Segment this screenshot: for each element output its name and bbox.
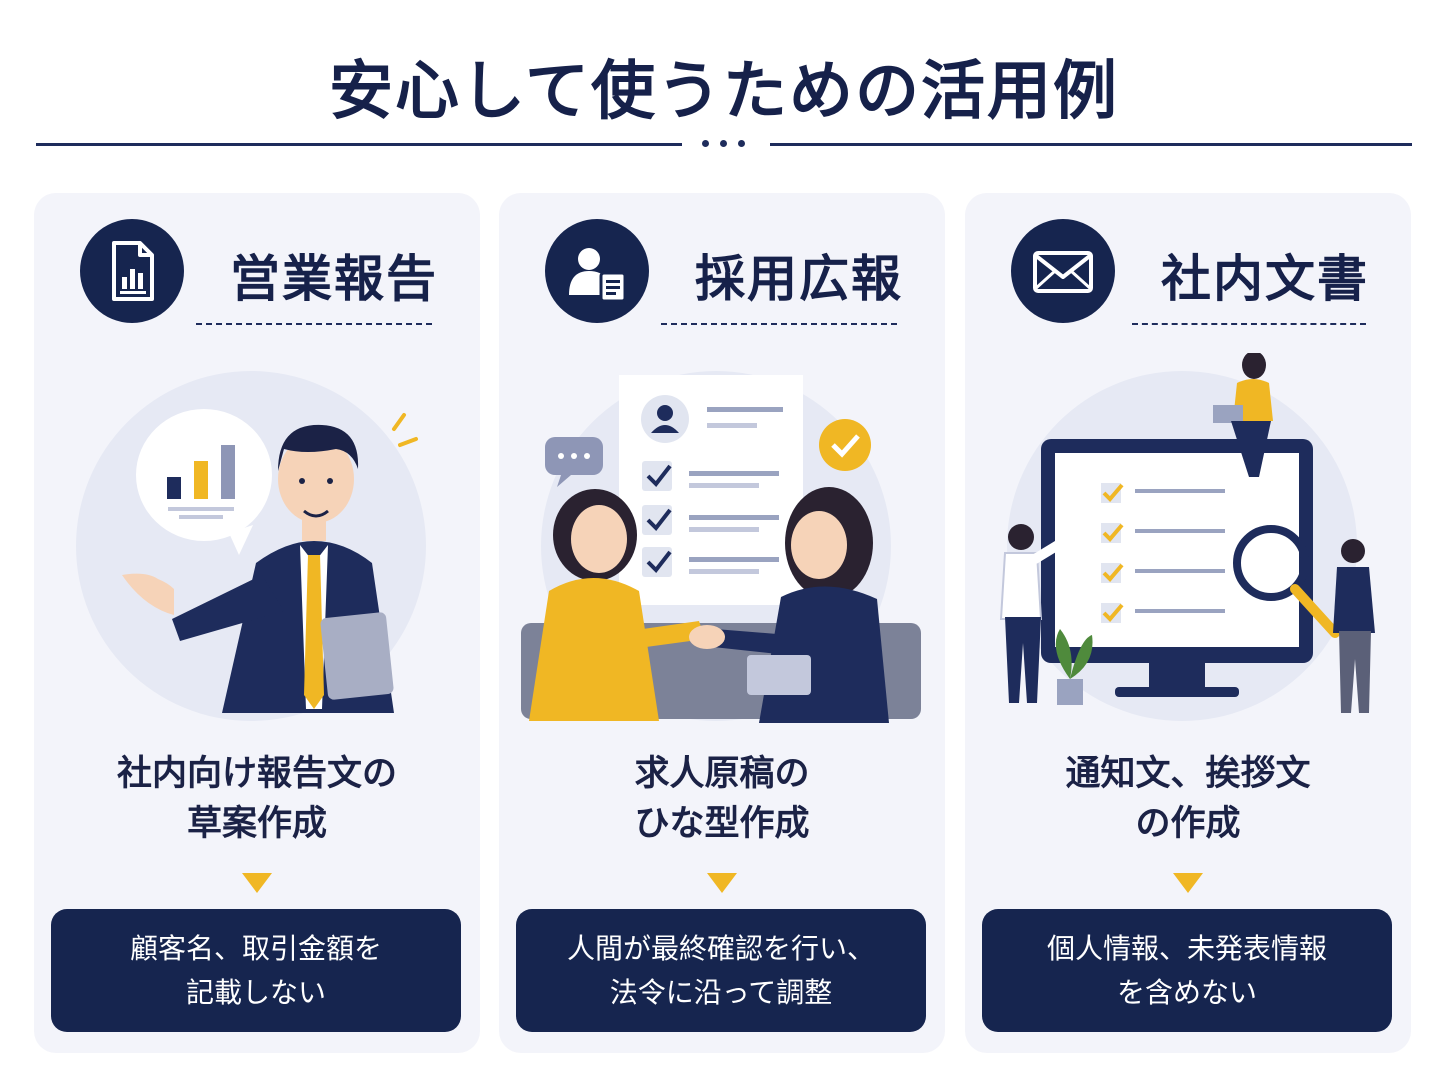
desc-line-1: 求人原稿の xyxy=(634,754,810,794)
note-line-1: 人間が最終確認を行い、 xyxy=(566,931,875,965)
caution-note: 個人情報、未発表情報 を含めない xyxy=(982,909,1392,1032)
page-title: 安心して使うための活用例 xyxy=(328,55,1120,129)
interview-handshake-illustration xyxy=(521,375,921,723)
card-internal-documents: 社内文書 xyxy=(965,193,1411,1053)
arrow-down-icon xyxy=(1173,873,1203,893)
note-line-2: を含めない xyxy=(1116,975,1257,1009)
businessman-presenting-illustration xyxy=(122,409,418,713)
card-title: 採用広報 xyxy=(695,250,903,308)
title-underline xyxy=(196,323,432,325)
card-description: 求人原稿の ひな型作成 xyxy=(499,749,945,849)
card-title: 営業報告 xyxy=(230,250,438,308)
note-line-1: 顧客名、取引金額を xyxy=(129,931,382,965)
note-line-2: 記載しない xyxy=(185,975,326,1009)
note-line-1: 個人情報、未発表情報 xyxy=(1046,931,1327,965)
report-document-icon xyxy=(80,219,184,323)
title-rule-left xyxy=(36,143,682,146)
desc-line-2: の作成 xyxy=(1135,804,1241,844)
card-description: 社内向け報告文の 草案作成 xyxy=(34,749,480,849)
recruit-profile-icon xyxy=(545,219,649,323)
card-title: 社内文書 xyxy=(1161,250,1369,308)
title-rule-dots xyxy=(700,138,752,150)
card-recruiting-pr: 採用広報 xyxy=(499,193,945,1053)
monitor-checklist-illustration xyxy=(999,353,1375,713)
note-line-2: 法令に沿って調整 xyxy=(609,975,833,1009)
arrow-down-icon xyxy=(707,873,737,893)
title-rule-right xyxy=(770,143,1412,146)
arrow-down-icon xyxy=(242,873,272,893)
desc-line-2: ひな型作成 xyxy=(634,804,810,844)
card-description: 通知文、挨拶文 の作成 xyxy=(965,749,1411,849)
title-underline xyxy=(1132,323,1366,325)
desc-line-2: 草案作成 xyxy=(186,804,327,844)
title-underline xyxy=(661,323,897,325)
desc-line-1: 社内向け報告文の xyxy=(116,754,397,794)
caution-note: 顧客名、取引金額を 記載しない xyxy=(51,909,461,1032)
desc-line-1: 通知文、挨拶文 xyxy=(1065,754,1311,794)
envelope-icon xyxy=(1011,219,1115,323)
card-sales-report: 営業報告 社内向け報告文の 草案作成 顧客名、取引金額 xyxy=(34,193,480,1053)
caution-note: 人間が最終確認を行い、 法令に沿って調整 xyxy=(516,909,926,1032)
